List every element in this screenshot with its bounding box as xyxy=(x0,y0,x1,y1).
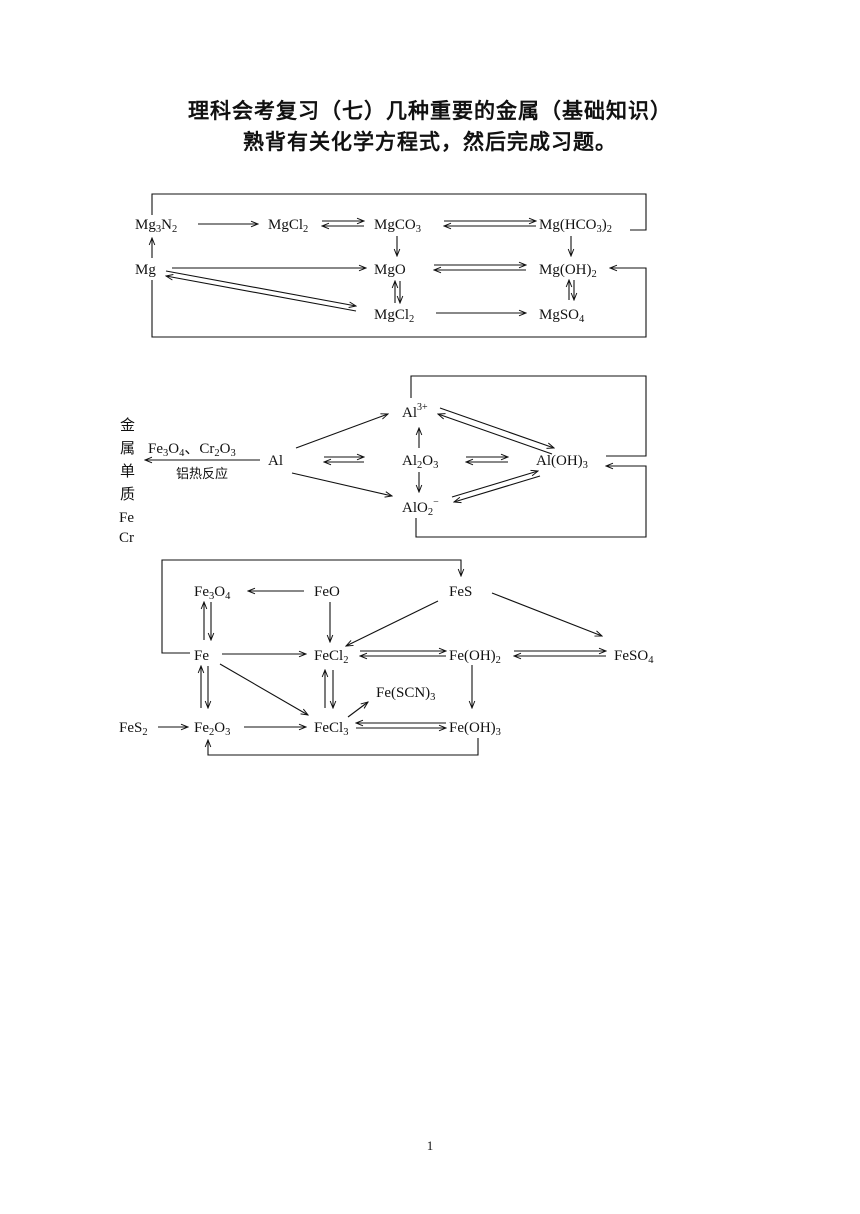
compound-mgcl2-bottom: MgCl2​ xyxy=(374,307,414,325)
compound-mgso4: MgSO4​ xyxy=(539,307,585,325)
compound-mg: Mg xyxy=(135,262,156,278)
compound-alo2minus: AlO2​−​ xyxy=(402,497,439,518)
compound-mgo: MgO xyxy=(374,262,406,278)
compound-fes: FeS xyxy=(449,584,472,600)
compound-al3plus: Al3+​ xyxy=(402,402,428,421)
compound-fe3o4: Fe3​O4​ xyxy=(194,584,231,602)
compound-fe-oh-2: Fe(OH)2​ xyxy=(449,648,501,666)
compound-al-oh-3: Al(OH)3​ xyxy=(536,453,588,471)
compound-fe2o3: Fe2​O3​ xyxy=(194,720,230,738)
compound-feso4: FeSO4​ xyxy=(614,648,654,666)
side-label-fe: Fe xyxy=(119,510,134,526)
compound-fe: Fe xyxy=(194,648,209,664)
page-number: 1 xyxy=(426,1138,434,1153)
compound-mgcl2-top: MgCl2​ xyxy=(268,217,308,235)
compound-fe-oh-3: Fe(OH)3​ xyxy=(449,720,501,738)
compound-mg3n2: Mg3​N2​ xyxy=(135,217,177,235)
page-title: 理科会考复习（七）几种重要的金属（基础知识） xyxy=(188,98,672,123)
aluminum-diagram: 金 属 单 质 Fe Cr Fe3​O4​、Cr2​O3​ 铝热反应 Al Al… xyxy=(119,375,647,546)
reaction-label-thermite: 铝热反应 xyxy=(176,466,228,482)
magnesium-diagram: Mg3​N2​ MgCl2​ MgCO3​ Mg(HCO3​)2​ Mg MgO… xyxy=(135,193,647,338)
compound-fe-scn-3: Fe(SCN)3​ xyxy=(376,685,435,703)
reagents-fe3o4-cr2o3: Fe3​O4​、Cr2​O3​ xyxy=(148,441,236,459)
compound-al2o3: Al2​O3​ xyxy=(402,453,438,471)
compound-fecl3: FeCl3​ xyxy=(314,720,348,738)
compound-fecl2: FeCl2​ xyxy=(314,648,348,666)
side-label-char-4: 质 xyxy=(120,485,135,503)
compound-al: Al xyxy=(268,453,283,469)
side-label-char-2: 属 xyxy=(120,439,135,457)
side-label-char-1: 金 xyxy=(120,416,135,434)
compound-mgco3: MgCO3​ xyxy=(374,217,421,235)
compound-feo: FeO xyxy=(314,584,340,600)
iron-diagram: Fe3​O4​ FeO FeS Fe FeCl2​ Fe(OH)2​ FeSO4… xyxy=(119,559,654,756)
side-label-cr: Cr xyxy=(119,530,134,546)
page-subtitle: 熟背有关化学方程式，然后完成习题。 xyxy=(243,129,617,154)
side-label-char-3: 单 xyxy=(120,462,135,480)
compound-mg-oh-2: Mg(OH)2​ xyxy=(539,262,597,280)
compound-mg-hco3-2: Mg(HCO3​)2​ xyxy=(539,217,612,235)
compound-fes2: FeS2​ xyxy=(119,720,148,738)
